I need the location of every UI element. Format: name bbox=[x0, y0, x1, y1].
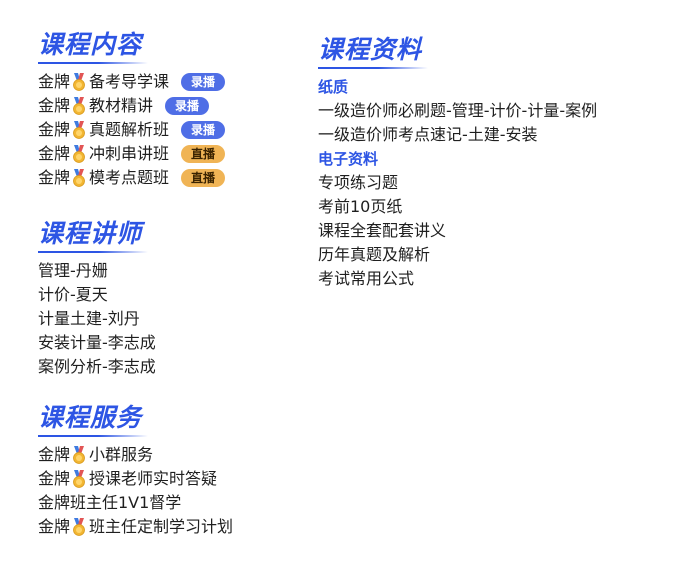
medal-icon bbox=[72, 470, 86, 488]
list-item: 一级造价师必刷题-管理-计价-计量-案例 bbox=[318, 101, 598, 120]
service-section: 课程服务 金牌小群服务 金牌授课老师实时答疑 金牌班主任1V1督学 金牌班主任定… bbox=[38, 403, 308, 539]
medal-icon bbox=[72, 446, 86, 464]
list-item: 金牌小群服务 bbox=[38, 445, 154, 464]
list-item: 金牌教材精讲录播 bbox=[38, 94, 308, 118]
medal-icon bbox=[72, 518, 86, 536]
medal-icon bbox=[72, 97, 86, 115]
list-item: 一级造价师考点速记-土建-安装 bbox=[318, 125, 538, 144]
medal-icon bbox=[72, 121, 86, 139]
list-item: 课程全套配套讲义 bbox=[318, 221, 447, 240]
list-item: 考试常用公式 bbox=[318, 269, 415, 288]
teachers-title: 课程讲师 bbox=[38, 219, 308, 255]
medal-icon bbox=[72, 145, 86, 163]
paper-heading: 纸质 bbox=[318, 78, 349, 96]
list-item: 金牌班主任1V1督学 bbox=[38, 493, 182, 512]
live-badge: 直播 bbox=[181, 169, 226, 187]
list-item: 安装计量-李志成 bbox=[38, 333, 156, 352]
materials-list: 纸质 一级造价师必刷题-管理-计价-计量-案例 一级造价师考点速记-土建-安装 … bbox=[318, 75, 668, 291]
list-item: 金牌冲刺串讲班直播 bbox=[38, 142, 308, 166]
teachers-list: 管理-丹姗 计价-夏天 计量土建-刘丹 安装计量-李志成 案例分析-李志成 bbox=[38, 259, 308, 379]
digital-heading: 电子资料 bbox=[318, 150, 379, 168]
medal-icon bbox=[72, 169, 86, 187]
live-badge: 直播 bbox=[181, 145, 226, 163]
list-item: 金牌备考导学课录播 bbox=[38, 70, 308, 94]
list-item: 计量土建-刘丹 bbox=[38, 309, 140, 328]
course-content-list: 金牌备考导学课录播 金牌教材精讲录播 金牌真题解析班录播 金牌冲刺串讲班直播 金… bbox=[38, 70, 308, 190]
service-list: 金牌小群服务 金牌授课老师实时答疑 金牌班主任1V1督学 金牌班主任定制学习计划 bbox=[38, 443, 308, 539]
replay-badge: 录播 bbox=[181, 73, 226, 91]
materials-title: 课程资料 bbox=[318, 35, 668, 71]
replay-badge: 录播 bbox=[181, 121, 226, 139]
list-item: 管理-丹姗 bbox=[38, 261, 108, 280]
list-item: 考前10页纸 bbox=[318, 197, 403, 216]
list-item: 金牌真题解析班录播 bbox=[38, 118, 308, 142]
course-content-section: 课程内容 金牌备考导学课录播 金牌教材精讲录播 金牌真题解析班录播 金牌冲刺串讲… bbox=[38, 30, 308, 190]
materials-section: 课程资料 纸质 一级造价师必刷题-管理-计价-计量-案例 一级造价师考点速记-土… bbox=[318, 35, 668, 291]
list-item: 历年真题及解析 bbox=[318, 245, 431, 264]
list-item: 专项练习题 bbox=[318, 173, 399, 192]
list-item: 案例分析-李志成 bbox=[38, 357, 156, 376]
list-item: 计价-夏天 bbox=[38, 285, 108, 304]
list-item: 金牌班主任定制学习计划 bbox=[38, 517, 234, 536]
list-item: 金牌授课老师实时答疑 bbox=[38, 469, 218, 488]
list-item: 金牌模考点题班直播 bbox=[38, 166, 308, 190]
medal-icon bbox=[72, 73, 86, 91]
teachers-section: 课程讲师 管理-丹姗 计价-夏天 计量土建-刘丹 安装计量-李志成 案例分析-李… bbox=[38, 219, 308, 379]
service-title: 课程服务 bbox=[38, 403, 308, 439]
replay-badge: 录播 bbox=[165, 97, 210, 115]
course-content-title: 课程内容 bbox=[38, 30, 308, 66]
